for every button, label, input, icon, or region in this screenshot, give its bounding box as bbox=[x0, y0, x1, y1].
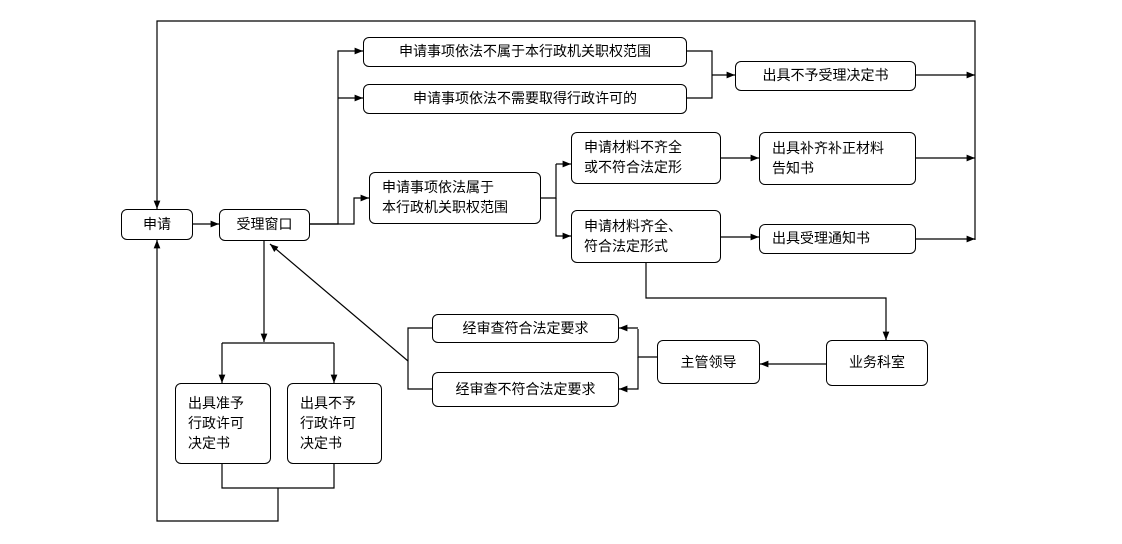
arrow-complete-to-business-dept bbox=[645, 263, 890, 340]
node-in-scope: 申请事项依法属于 本行政机关职权范围 bbox=[369, 172, 541, 224]
node-supervisor: 主管领导 bbox=[657, 340, 760, 384]
node-review-pass: 经审查符合法定要求 bbox=[432, 314, 619, 343]
node-review-fail: 经审查不符合法定要求 bbox=[432, 372, 619, 407]
arrow-review-to-window bbox=[269, 243, 409, 362]
node-apply: 申请 bbox=[121, 209, 193, 240]
node-materials-complete: 申请材料齐全、 符合法定形式 bbox=[571, 210, 721, 263]
node-window: 受理窗口 bbox=[219, 209, 310, 241]
node-not-in-scope: 申请事项依法不属于本行政机关职权范围 bbox=[363, 37, 687, 67]
node-materials-incomplete: 申请材料不齐全 或不符合法定形 bbox=[571, 132, 721, 184]
arrow-right-bus-back-to-apply bbox=[153, 20, 976, 240]
node-supplement-notice: 出具补齐补正材料 告知书 bbox=[759, 132, 916, 185]
node-reject-acceptance: 出具不予受理决定书 bbox=[735, 61, 916, 91]
node-acceptance-notice: 出具受理通知书 bbox=[759, 224, 916, 254]
connector-review-merge bbox=[407, 327, 432, 390]
connector-in-scope-split bbox=[541, 164, 557, 199]
arrow-decisions-back-to-apply bbox=[153, 240, 279, 522]
connector-supervisor-split bbox=[637, 329, 657, 358]
node-business-dept: 业务科室 bbox=[826, 340, 928, 386]
connector-decision-merge bbox=[221, 464, 335, 489]
node-no-permit-needed: 申请事项依法不需要取得行政许可的 bbox=[363, 84, 687, 114]
arrow-to-materials-complete bbox=[555, 198, 571, 240]
node-deny-decision: 出具不予 行政许可 决定书 bbox=[287, 383, 382, 464]
connector-not-in-scope-merge bbox=[687, 50, 713, 99]
node-grant-decision: 出具准予 行政许可 决定书 bbox=[175, 383, 271, 464]
arrow-to-review-fail bbox=[619, 357, 639, 393]
arrow-window-to-in-scope bbox=[310, 194, 369, 225]
